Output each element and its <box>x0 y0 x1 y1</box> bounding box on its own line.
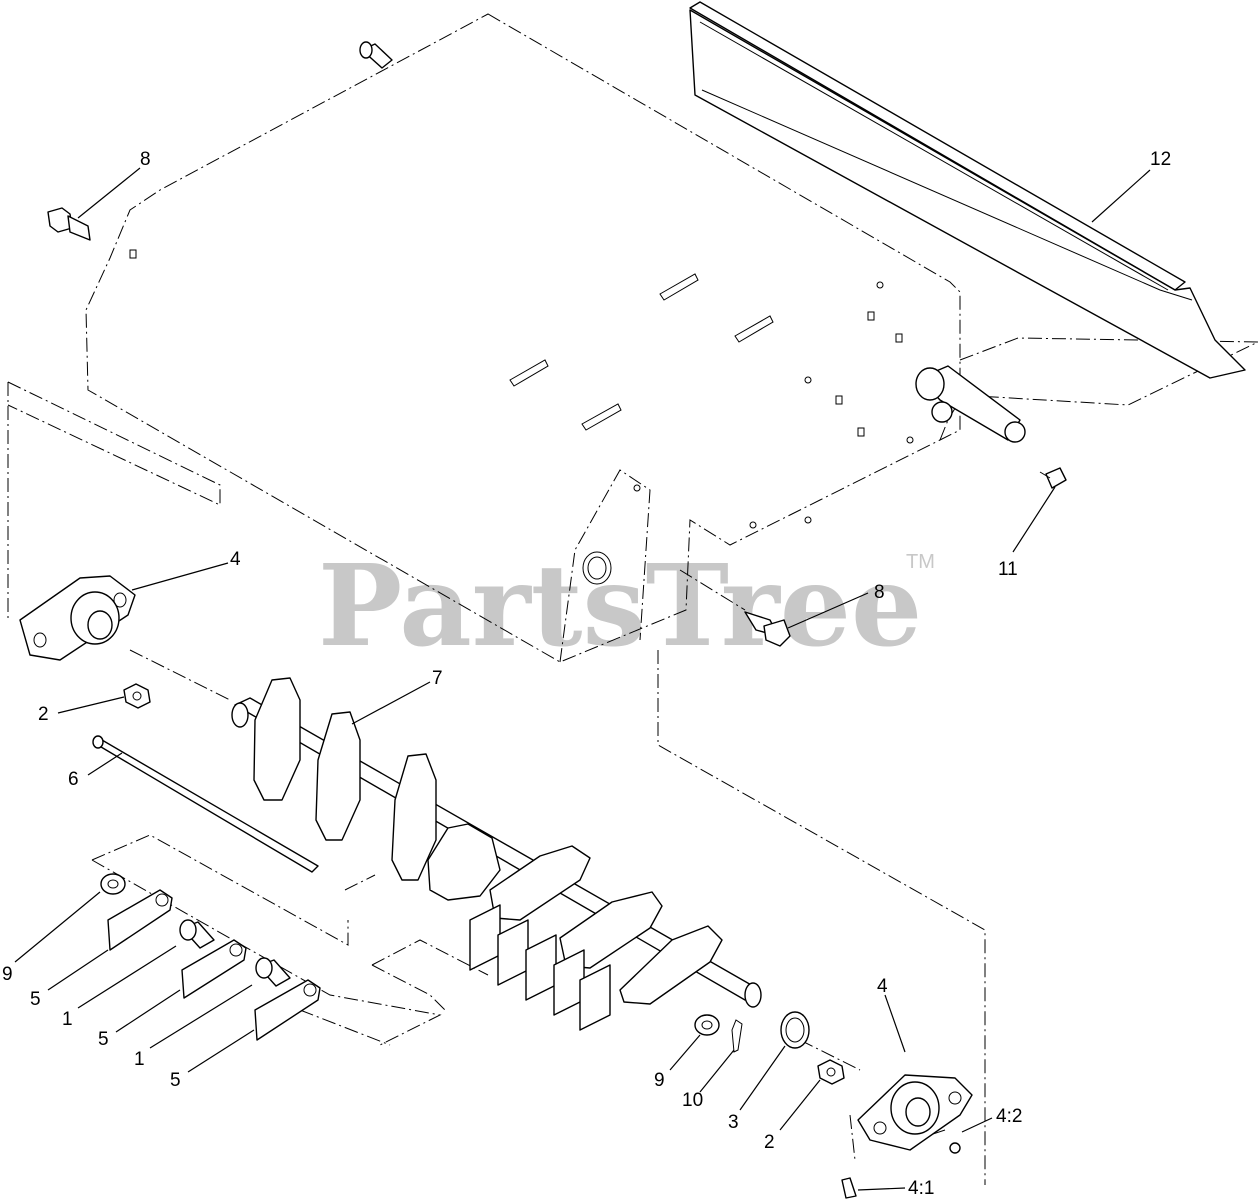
callout-10: 10 <box>682 1090 703 1111</box>
callout-2-right: 2 <box>764 1132 775 1153</box>
housing-outline <box>7 13 1258 1185</box>
callout-4-2: 4:2 <box>996 1106 1022 1127</box>
screw-11 <box>1039 467 1067 489</box>
tine-5-a <box>107 889 173 951</box>
nut-right <box>817 1059 845 1085</box>
rotor-shaft <box>231 677 762 1031</box>
callout-5-b: 5 <box>98 1029 109 1050</box>
callout-5-a: 5 <box>30 989 41 1010</box>
callouts: 8 12 4 11 8 7 2 6 9 5 1 5 1 5 9 10 3 4 2… <box>2 149 1171 1199</box>
callout-9-right: 9 <box>654 1070 665 1091</box>
tine-5-b <box>181 939 247 999</box>
bearing-left <box>19 575 136 661</box>
watermark-tm: TM <box>906 551 935 573</box>
callout-7: 7 <box>432 668 443 689</box>
callout-1-a: 1 <box>62 1009 73 1030</box>
shaft-stub <box>915 365 1026 443</box>
callout-11: 11 <box>998 559 1018 580</box>
grease-fitting-4-2 <box>949 1142 961 1154</box>
callout-4-right: 4 <box>877 976 888 997</box>
callout-4-1: 4:1 <box>908 1178 934 1199</box>
callout-4-left: 4 <box>230 549 241 570</box>
callout-9-left: 9 <box>2 964 13 985</box>
spacer-1-b <box>255 957 291 987</box>
callout-1-b: 1 <box>134 1049 145 1070</box>
scraper-blade <box>689 1 1246 379</box>
tine-5-c <box>254 979 321 1041</box>
callout-3: 3 <box>728 1112 739 1133</box>
grease-fitting-4-1 <box>841 1177 857 1199</box>
bearing-right <box>857 1074 973 1151</box>
spacer-1-a <box>179 919 215 949</box>
washer-9-left <box>100 873 126 895</box>
cotter-pin-10 <box>731 1019 743 1053</box>
washer-9-right <box>694 1014 720 1036</box>
bolt-upper <box>47 207 91 241</box>
watermark-text: PartsTree <box>318 541 922 672</box>
callout-12: 12 <box>1150 149 1171 170</box>
callout-5-c: 5 <box>170 1070 181 1091</box>
callout-2-left: 2 <box>38 704 49 725</box>
rod <box>92 735 319 873</box>
nut-left <box>123 683 151 709</box>
bolt-lower <box>744 611 791 647</box>
callout-6: 6 <box>68 769 79 790</box>
ring-3 <box>780 1011 810 1049</box>
callout-8-lower: 8 <box>874 582 885 603</box>
callout-8-upper: 8 <box>140 149 151 170</box>
leader-lines <box>14 167 1151 1191</box>
